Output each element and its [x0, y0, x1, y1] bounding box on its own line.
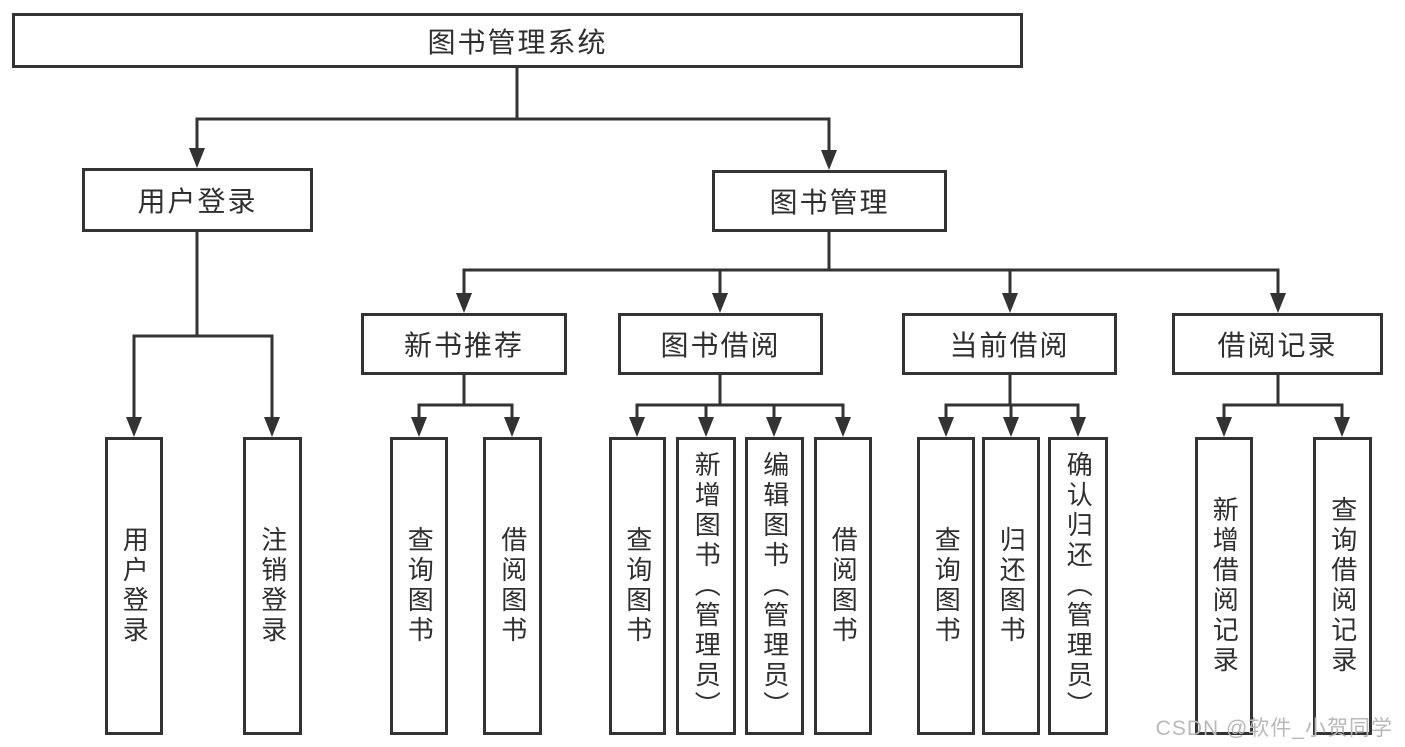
node-root: 图书管理系统 — [12, 13, 1023, 68]
leaf-user-login: 用户登录 — [105, 437, 163, 735]
leaf-current-query-label: 查询图书 — [931, 526, 962, 646]
node-book-management: 图书管理 — [712, 170, 947, 232]
node-root-label: 图书管理系统 — [427, 26, 608, 58]
node-new-book-recommend: 新书推荐 — [361, 313, 567, 375]
node-new-book-recommend-label: 新书推荐 — [403, 330, 524, 361]
leaf-current-confirm-label: 确认归还（管理员） — [1063, 451, 1094, 721]
leaf-borrow-add-label: 新增图书（管理员） — [691, 451, 722, 721]
node-borrowing-records-label: 借阅记录 — [1217, 330, 1338, 361]
leaf-borrow-lend-label: 借阅图书 — [828, 526, 859, 646]
watermark: CSDN @软件_小贺同学 — [1155, 717, 1393, 740]
leaf-newrec-borrow: 借阅图书 — [483, 437, 542, 735]
leaf-borrow-lend: 借阅图书 — [814, 437, 872, 735]
leaf-current-return-label: 归还图书 — [996, 526, 1027, 646]
leaf-borrow-edit: 编辑图书（管理员） — [745, 437, 804, 735]
node-user-login-label: 用户登录 — [137, 186, 258, 217]
leaf-borrow-query: 查询图书 — [609, 437, 666, 735]
node-current-borrowing-label: 当前借阅 — [949, 330, 1070, 361]
leaf-logout: 注销登录 — [243, 437, 302, 735]
leaf-current-confirm: 确认归还（管理员） — [1048, 437, 1108, 735]
leaf-newrec-query-label: 查询图书 — [404, 526, 435, 646]
leaf-borrow-edit-label: 编辑图书（管理员） — [759, 451, 790, 721]
leaf-current-return: 归还图书 — [982, 437, 1040, 735]
leaf-newrec-query: 查询图书 — [390, 437, 448, 735]
leaf-records-query-label: 查询借阅记录 — [1327, 496, 1358, 676]
leaf-user-login-label: 用户登录 — [119, 526, 150, 646]
leaf-borrow-add: 新增图书（管理员） — [676, 437, 736, 735]
leaf-newrec-borrow-label: 借阅图书 — [497, 526, 528, 646]
leaf-records-query: 查询借阅记录 — [1313, 437, 1372, 735]
leaf-current-query: 查询图书 — [917, 437, 975, 735]
leaf-logout-label: 注销登录 — [257, 526, 288, 646]
node-current-borrowing: 当前借阅 — [902, 313, 1117, 375]
leaf-borrow-query-label: 查询图书 — [622, 526, 653, 646]
node-book-borrowing-label: 图书借阅 — [660, 330, 781, 361]
leaf-records-add-label: 新增借阅记录 — [1209, 496, 1240, 676]
leaf-records-add: 新增借阅记录 — [1195, 437, 1253, 735]
node-book-borrowing: 图书借阅 — [618, 313, 823, 375]
node-book-management-label: 图书管理 — [769, 187, 890, 218]
node-borrowing-records: 借阅记录 — [1172, 313, 1383, 375]
node-user-login: 用户登录 — [82, 168, 313, 232]
